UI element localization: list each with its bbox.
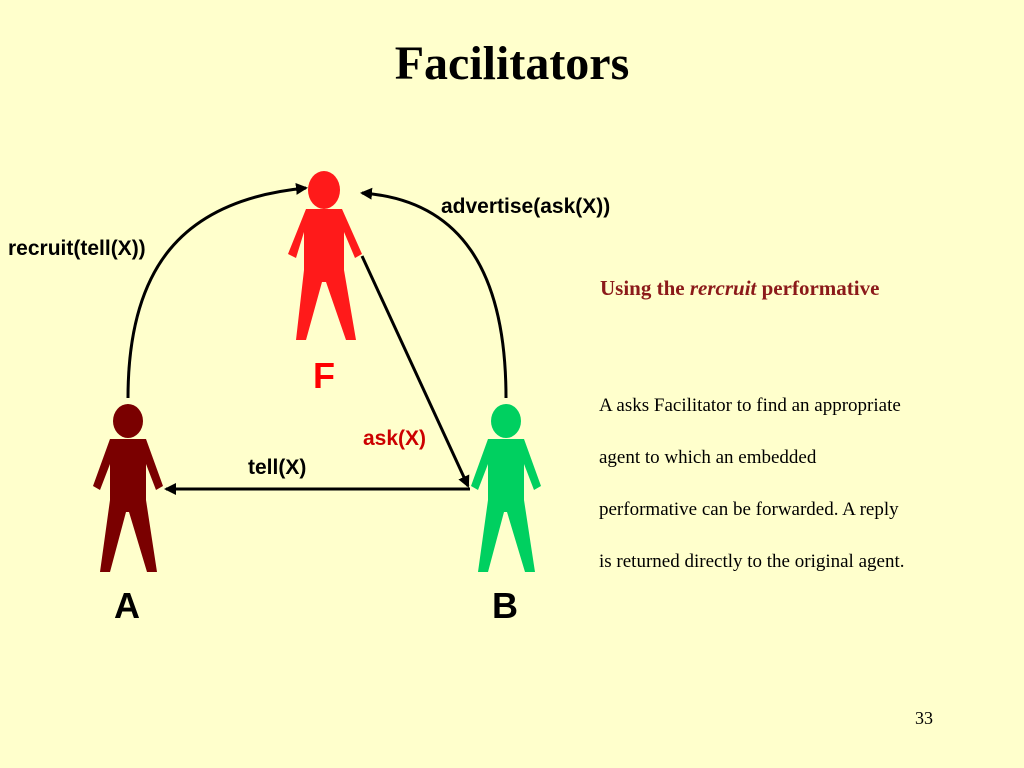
agent-a-figure xyxy=(93,404,163,572)
agent-b-figure xyxy=(471,404,541,572)
agent-b-label: B xyxy=(492,585,518,626)
advertise-arrow xyxy=(360,187,508,399)
slide-title: Facilitators xyxy=(394,37,630,90)
advertise-label: advertise(ask(X)) xyxy=(441,195,610,218)
agent-f-label: F xyxy=(313,355,335,396)
tell-label: tell(X) xyxy=(248,456,306,479)
description-line: agent to which an embedded xyxy=(599,447,817,468)
ask-label: ask(X) xyxy=(363,427,426,450)
agent-a-label: A xyxy=(114,585,140,626)
heading-emphasis: rercruit xyxy=(689,276,757,300)
heading-prefix: Using the xyxy=(600,276,690,300)
description-line: is returned directly to the original age… xyxy=(599,551,905,572)
recruit-label: recruit(tell(X)) xyxy=(8,237,146,260)
heading-suffix: performative xyxy=(756,276,880,300)
agent-f-figure xyxy=(288,171,362,340)
sidebar-heading: Using the rercruit performative xyxy=(600,276,1000,301)
ask-arrow xyxy=(360,255,470,488)
page-number: 33 xyxy=(915,708,933,728)
description-line: A asks Facilitator to find an appropriat… xyxy=(599,395,901,416)
description-line: performative can be forwarded. A reply xyxy=(599,499,899,520)
sidebar-description: A asks Facilitator to find an appropriat… xyxy=(599,380,999,588)
recruit-arrow xyxy=(126,182,308,399)
